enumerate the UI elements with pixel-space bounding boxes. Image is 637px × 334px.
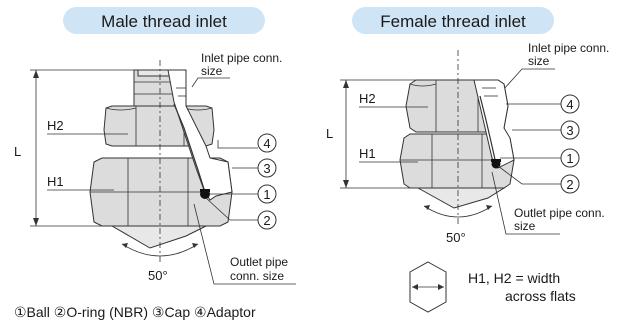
male-angle-arc bbox=[121, 243, 199, 257]
female-callout-2 bbox=[560, 174, 580, 194]
female-angle-label: 50° bbox=[446, 230, 466, 245]
female-outlet-label-2: size bbox=[514, 219, 536, 233]
female-oring bbox=[491, 159, 501, 162]
male-angle-label: 50° bbox=[148, 268, 168, 283]
hex-width-note: H1, H2 = width across flats bbox=[409, 261, 576, 313]
female-thread-panel: Female thread inlet Inlet pipe conn. siz… bbox=[326, 7, 609, 245]
male-inlet-leader bbox=[191, 77, 230, 88]
female-cap-hex bbox=[399, 133, 515, 189]
male-l-label: L bbox=[14, 144, 21, 159]
male-callout-3 bbox=[257, 158, 277, 178]
female-callout-4 bbox=[560, 94, 580, 114]
svg-text:4: 4 bbox=[263, 136, 270, 151]
female-l-label: L bbox=[326, 126, 333, 141]
male-callout-1 bbox=[257, 184, 277, 204]
female-outlet-label-1: Outlet pipe conn. bbox=[514, 206, 605, 220]
male-leader-2 bbox=[205, 197, 258, 221]
svg-text:2: 2 bbox=[566, 177, 573, 192]
male-thread-panel: Male thread inlet Inlet pipe conn. size bbox=[14, 7, 296, 285]
svg-text:1: 1 bbox=[263, 187, 270, 202]
parts-legend: ①Ball ②O-ring (NBR) ③Cap ④Adaptor bbox=[14, 304, 256, 320]
male-outlet-cone bbox=[110, 225, 207, 249]
male-title: Male thread inlet bbox=[101, 12, 227, 31]
female-title-pill bbox=[352, 7, 554, 34]
female-inlet-label-1: Inlet pipe conn. bbox=[528, 41, 609, 55]
female-inlet-label-2: size bbox=[528, 54, 550, 68]
female-callout-1 bbox=[560, 148, 580, 168]
male-callout-2 bbox=[257, 210, 277, 230]
svg-text:2: 2 bbox=[263, 213, 270, 228]
male-outlet-label-2: conn. size bbox=[230, 269, 284, 283]
female-callout-3 bbox=[560, 120, 580, 140]
female-angle-arc bbox=[423, 205, 493, 218]
female-outlet-leader bbox=[491, 171, 560, 235]
male-leader-4 bbox=[217, 140, 258, 149]
female-title: Female thread inlet bbox=[380, 12, 526, 31]
svg-text:3: 3 bbox=[566, 123, 573, 138]
male-outlet-label-1: Outlet pipe bbox=[230, 255, 288, 269]
hex-note-line1: H1, H2 = width bbox=[468, 270, 560, 286]
hex-note-line2: across flats bbox=[505, 288, 576, 304]
male-oring bbox=[200, 189, 210, 192]
female-outlet-cone bbox=[416, 187, 506, 209]
female-leader-2 bbox=[497, 165, 561, 185]
male-title-pill bbox=[63, 7, 265, 34]
male-inlet-label-2: size bbox=[201, 64, 223, 78]
male-h2-label: H2 bbox=[47, 118, 64, 133]
male-h1-label: H1 bbox=[47, 174, 64, 189]
male-callout-4 bbox=[257, 133, 277, 153]
male-inlet-label-1: Inlet pipe conn. bbox=[201, 51, 282, 65]
male-section-cut bbox=[167, 69, 233, 201]
female-h1-label: H1 bbox=[359, 146, 376, 161]
svg-text:4: 4 bbox=[566, 97, 573, 112]
female-h2-label: H2 bbox=[359, 91, 376, 106]
female-section-cut bbox=[473, 79, 515, 169]
male-outlet-leader bbox=[193, 203, 296, 285]
svg-text:3: 3 bbox=[263, 161, 270, 176]
svg-text:1: 1 bbox=[566, 151, 573, 166]
